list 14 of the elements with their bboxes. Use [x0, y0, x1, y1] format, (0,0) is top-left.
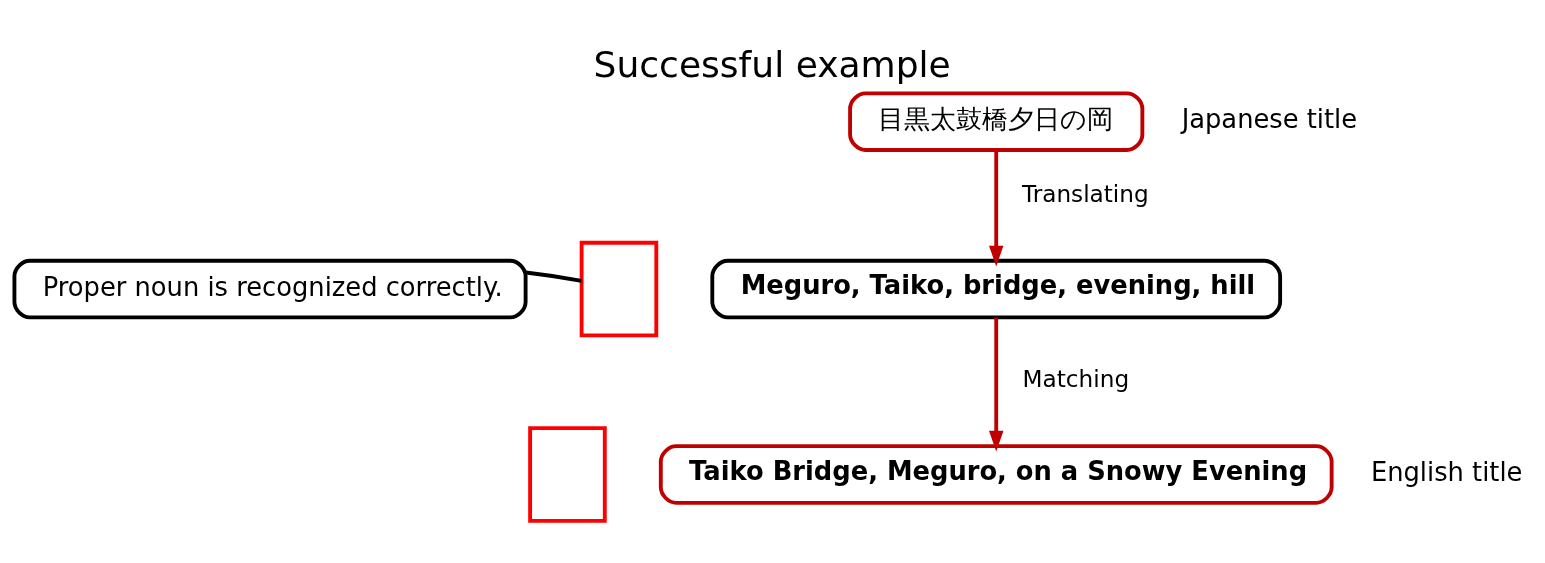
connector: [525, 270, 582, 283]
edge-label: Matching: [1022, 364, 1130, 392]
arrow: [989, 149, 1004, 266]
node-box: 目黒太鼓橋夕日の岡: [848, 90, 1145, 152]
diagram-title: Successful example: [593, 43, 951, 86]
node-box: Proper noun is recognized correctly.: [12, 258, 528, 319]
node-label: Japanese title: [1181, 103, 1358, 134]
node-box: [528, 425, 607, 523]
arrow: [989, 317, 1004, 451]
node-box: Meguro, Taiko, bridge, evening, hill: [710, 258, 1283, 319]
edge-label: Translating: [1021, 179, 1149, 207]
node-label: English title: [1370, 456, 1523, 487]
node-box: Taiko Bridge, Meguro, on a Snowy Evening: [658, 443, 1334, 505]
node-box: [579, 240, 659, 337]
